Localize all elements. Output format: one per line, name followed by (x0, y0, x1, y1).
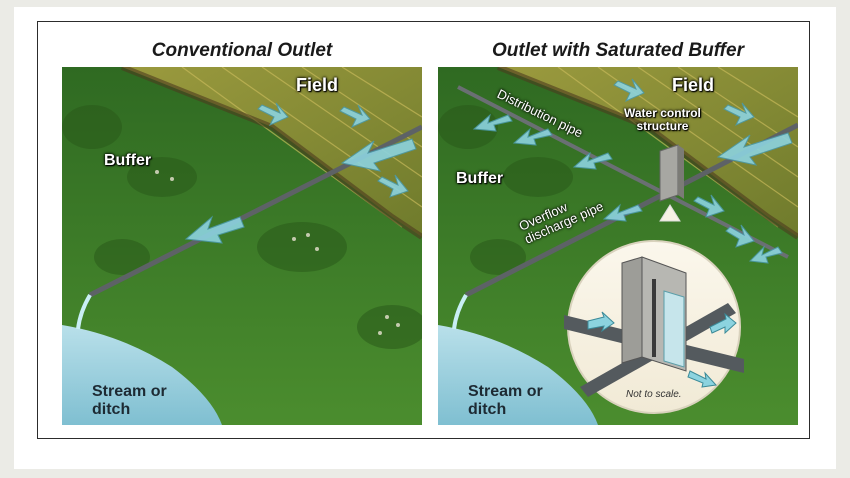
stream-water (62, 325, 222, 425)
stream-water (438, 325, 598, 425)
pipe-outflow (452, 293, 468, 330)
conventional-outlet-title: Conventional Outlet (151, 40, 333, 61)
flow-arrow (602, 203, 643, 222)
flow-arrow (613, 78, 645, 103)
flow-arrow (723, 102, 755, 127)
flow-arrow (748, 245, 783, 264)
flow-arrow (377, 174, 409, 198)
flow-arrow (687, 370, 718, 388)
water-control-structure-label: Water control structure (624, 106, 701, 133)
not-to-scale-note: Not to scale. (626, 389, 682, 400)
stream-label: Stream or ditch (468, 383, 543, 418)
conventional-outlet-panel: Field Buffer Stream or ditch (62, 67, 422, 425)
flow-arrow (725, 224, 755, 248)
flow-arrow (512, 127, 553, 146)
flow-arrow (472, 113, 513, 132)
flow-arrow (587, 311, 615, 333)
flow-arrow (184, 215, 245, 244)
water-control-structure (659, 144, 684, 202)
callout-pointer (659, 204, 681, 222)
buffer-label: Buffer (456, 170, 504, 187)
flow-arrow (339, 104, 371, 129)
conventional-outlet-illustration (62, 67, 422, 425)
crop-field (498, 67, 798, 237)
flow-arrow (693, 194, 725, 218)
flow-arrows (184, 102, 417, 244)
flow-arrow (257, 102, 289, 127)
flow-arrow (572, 151, 613, 170)
field-label: Field (296, 75, 339, 95)
flow-arrow (709, 312, 737, 335)
flow-arrow (716, 132, 793, 166)
buffer-label: Buffer (104, 152, 152, 169)
saturated-buffer-title: Outlet with Saturated Buffer (492, 40, 744, 61)
inset-structure (621, 256, 687, 372)
saturated-buffer-panel: Field Water control structure Buffer Dis… (438, 67, 798, 425)
flow-arrows (472, 78, 793, 264)
stream-label: Stream or ditch (92, 383, 167, 418)
field-label: Field (672, 75, 715, 95)
saturated-buffer-illustration (438, 67, 798, 425)
flow-arrow (340, 138, 417, 172)
pipe-outflow (76, 293, 92, 330)
